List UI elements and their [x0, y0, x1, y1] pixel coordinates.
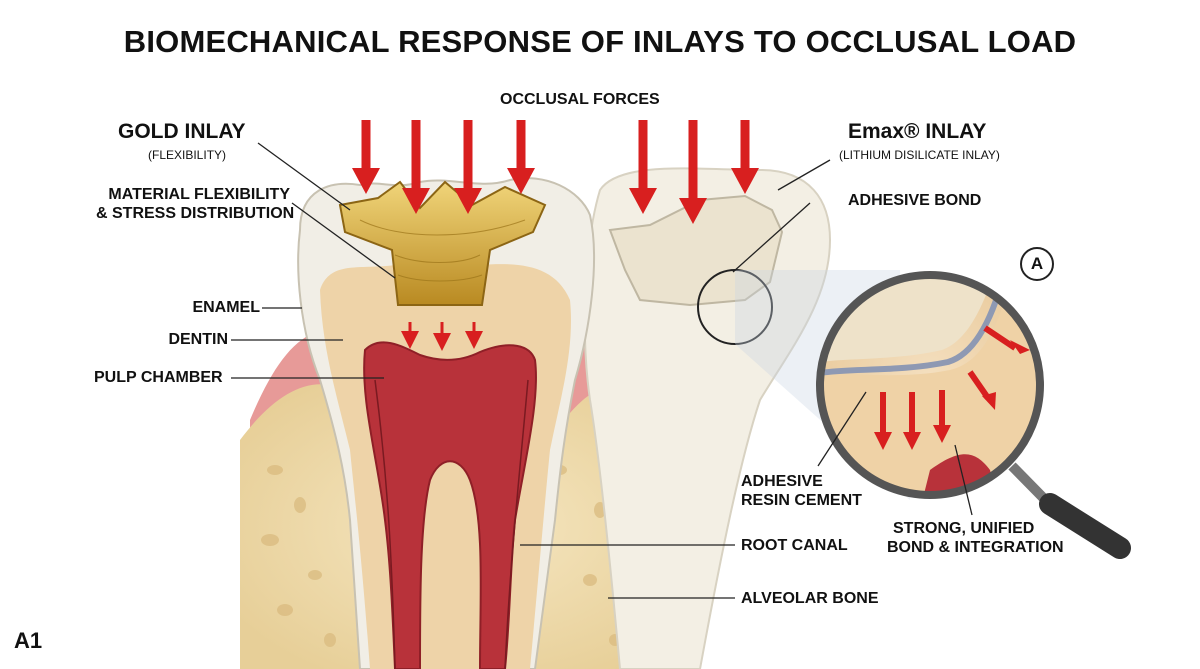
root-canal-line-left — [374, 379, 396, 669]
gold-inlay-title: GOLD INLAY — [118, 120, 246, 143]
flex-label-line1: MATERIAL FLEXIBILITY — [108, 186, 290, 203]
leader-lines — [231, 142, 973, 599]
force-arrows — [361, 120, 750, 200]
enamel-label: ENAMEL — [192, 299, 260, 316]
gold-inlay-subtitle: (FLEXIBILITY) — [148, 148, 227, 162]
emax-inlay-title: Emax® INLAY — [848, 120, 987, 143]
pulp-chamber — [363, 341, 537, 669]
magnifier-lens — [816, 271, 1044, 499]
magnified-arrows — [880, 325, 1017, 435]
adhesive-bond-label: ADHESIVE BOND — [848, 192, 982, 209]
strong-bond-line1: STRONG, UNIFIED — [893, 520, 1035, 537]
cement-label-line1: ADHESIVE — [741, 473, 823, 490]
page-title: BIOMECHANICAL RESPONSE OF INLAYS TO OCCL… — [123, 24, 1077, 59]
strong-bond-line2: BOND & INTEGRATION — [887, 539, 1064, 556]
magnified-arrowheads — [874, 340, 1030, 450]
pulp-chamber-label: PULP CHAMBER — [94, 369, 223, 386]
cement-label-line2: RESIN CEMENT — [741, 492, 862, 509]
callout-a-badge: A — [1020, 247, 1054, 281]
root-canal-line-right — [504, 379, 529, 669]
flex-label-line2: & STRESS DISTRIBUTION — [96, 205, 295, 222]
magnifier-grip — [1039, 493, 1131, 559]
internal-small-arrows — [401, 322, 483, 351]
emax-inlay-subtitle: (LITHIUM DISILICATE INLAY) — [839, 148, 1000, 162]
occlusal-forces-label: OCCLUSAL FORCES — [500, 91, 660, 108]
corner-label: A1 — [14, 628, 43, 653]
inlay-stress-lines — [359, 219, 526, 282]
root-canal-label: ROOT CANAL — [741, 537, 848, 554]
alveolar-bone-label: ALVEOLAR BONE — [741, 590, 879, 607]
dentin-label: DENTIN — [168, 331, 228, 348]
force-arrowheads — [352, 168, 759, 224]
